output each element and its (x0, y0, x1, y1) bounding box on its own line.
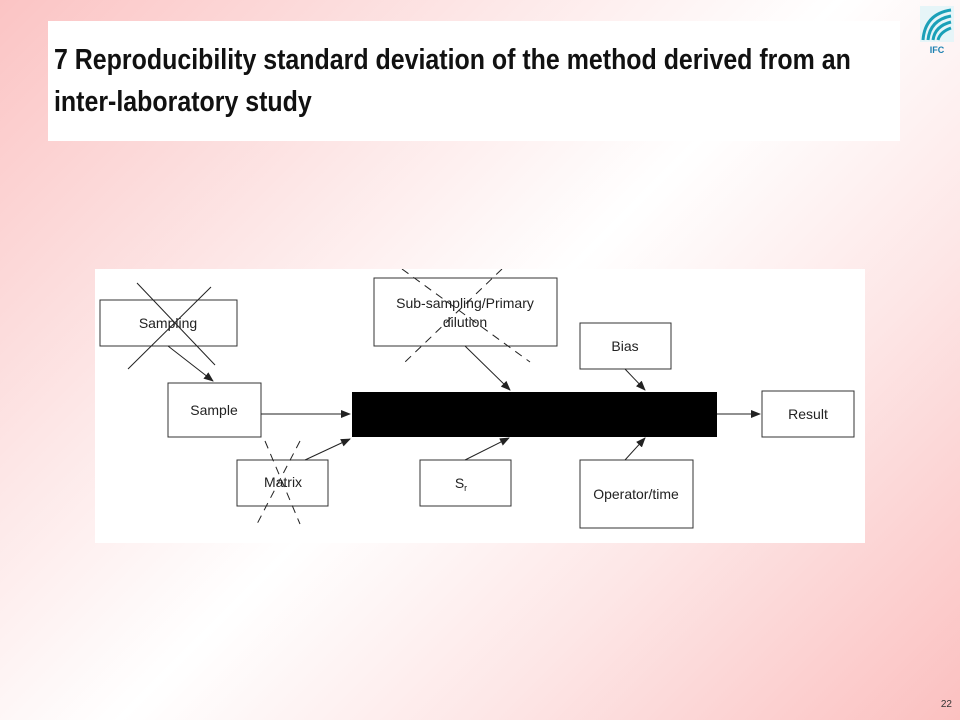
arrow-subsampling-to-bar (464, 345, 511, 391)
logo-text: IFC (930, 45, 945, 55)
node-result-label: Result (788, 406, 828, 422)
node-sampling-label: Sampling (139, 315, 197, 331)
flow-diagram: Sampling Sample Matrix Sub-sampling/Prim… (95, 269, 865, 543)
node-bias-label: Bias (611, 338, 638, 354)
cross-line (127, 286, 212, 370)
node-subsampling: Sub-sampling/Primary dilution (373, 269, 558, 363)
node-operator-time-label: Operator/time (593, 486, 679, 502)
cross-line (401, 269, 531, 363)
main-process-bar (352, 392, 717, 437)
page-number: 22 (940, 699, 952, 710)
node-sample-label: Sample (190, 402, 238, 418)
cross-line (264, 440, 301, 525)
cross-line (136, 282, 216, 366)
node-bias: Bias (579, 322, 672, 370)
node-subsampling-label-line1: Sub-sampling/Primary (396, 295, 534, 311)
node-matrix: Matrix (236, 440, 329, 525)
node-sr: Sr (419, 459, 512, 507)
arrow-matrix-to-bar (304, 438, 351, 461)
node-sample: Sample (167, 382, 262, 438)
node-sampling: Sampling (99, 282, 238, 370)
node-sr-label: Sr (455, 475, 467, 493)
arrow-bias-to-bar (624, 368, 646, 391)
arrow-operator-to-bar (624, 437, 646, 461)
node-result: Result (761, 390, 855, 438)
arrow-sr-to-bar (464, 437, 510, 461)
arrow-sampling-to-sample (167, 345, 214, 382)
slide-title: 7 Reproducibility standard deviation of … (54, 44, 851, 118)
node-subsampling-label-line2: dilution (443, 314, 487, 330)
node-operator-time: Operator/time (579, 459, 694, 529)
slide-title-box: 7 Reproducibility standard deviation of … (48, 21, 900, 141)
ifc-logo: IFC (920, 6, 954, 58)
cross-line (256, 440, 301, 525)
node-matrix-label: Matrix (264, 474, 302, 490)
